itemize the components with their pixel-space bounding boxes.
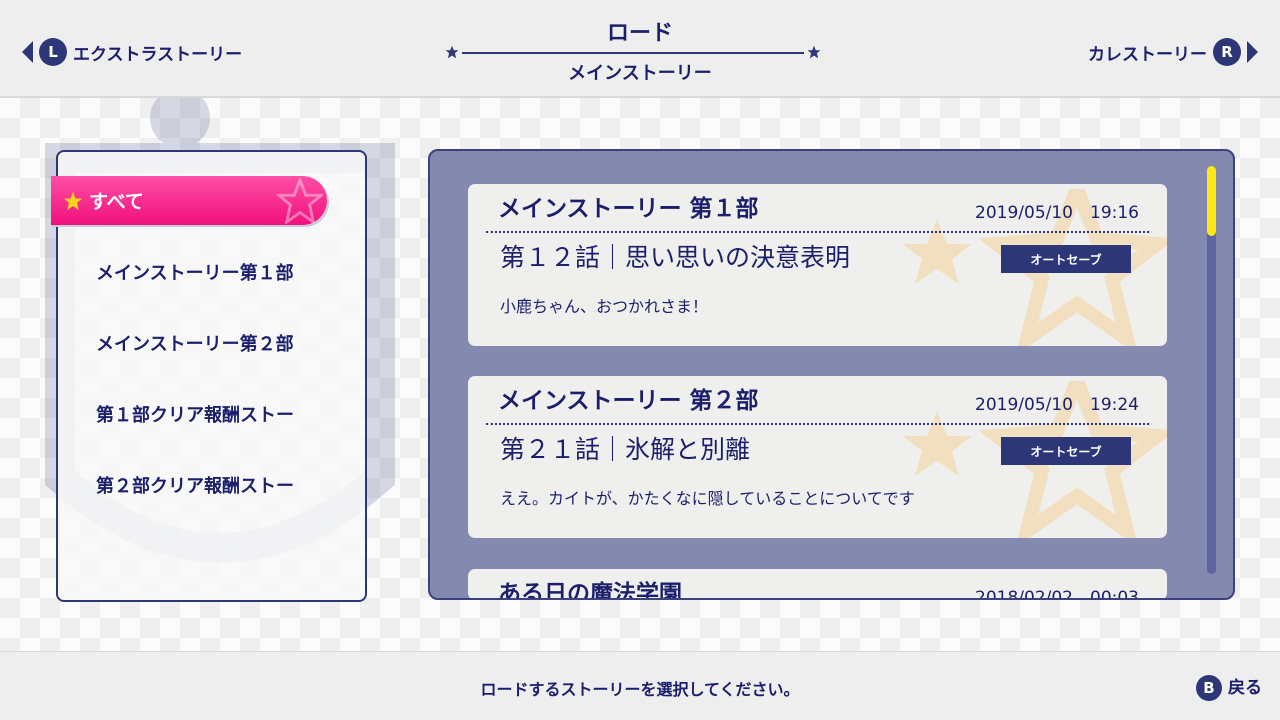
instruction-text: ロードするストーリーを選択してください。: [480, 680, 800, 699]
save-slot[interactable]: メインストーリー 第１部 2019/05/10 19:16 第１２話｜思い思いの…: [468, 184, 1167, 346]
arrow-left-icon: [22, 41, 33, 63]
sidebar-item-reward-1[interactable]: 第１部クリア報酬ストー: [96, 405, 294, 426]
star-decoration-icon: [902, 381, 1167, 538]
save-list: メインストーリー 第１部 2019/05/10 19:16 第１２話｜思い思いの…: [428, 149, 1235, 600]
b-button-icon: B: [1196, 675, 1222, 701]
save-title: メインストーリー 第２部: [498, 388, 759, 414]
l-button-icon: L: [39, 38, 67, 66]
next-category-button[interactable]: カレストーリー R: [1088, 38, 1258, 66]
filter-sidebar: メインストーリー第１部 メインストーリー第２部 第１部クリア報酬ストー 第２部ク…: [56, 150, 367, 602]
next-category-label: カレストーリー: [1088, 44, 1207, 65]
back-button[interactable]: B 戻る: [1196, 675, 1262, 701]
star-icon: [807, 45, 821, 59]
save-date: 2018/02/02 00:03: [975, 588, 1139, 600]
scrollbar[interactable]: [1207, 166, 1216, 574]
prev-category-button[interactable]: L エクストラストーリー: [22, 38, 242, 66]
sidebar-item-main-2[interactable]: メインストーリー第２部: [96, 334, 294, 355]
autosave-badge: オートセーブ: [1001, 245, 1131, 273]
scrollbar-thumb[interactable]: [1207, 166, 1216, 236]
save-date: 2019/05/10 19:24: [975, 395, 1139, 415]
star-decoration-icon: [902, 189, 1167, 346]
star-icon: [63, 191, 83, 210]
r-button-icon: R: [1213, 38, 1241, 66]
page-subtitle: メインストーリー: [568, 63, 712, 84]
back-label: 戻る: [1228, 678, 1262, 698]
sidebar-item-main-1[interactable]: メインストーリー第１部: [96, 263, 294, 284]
divider: [486, 231, 1149, 233]
prev-category-label: エクストラストーリー: [73, 44, 243, 65]
sidebar-item-all[interactable]: すべて: [51, 176, 327, 225]
autosave-badge: オートセーブ: [1001, 437, 1131, 465]
footer: [0, 651, 1280, 720]
star-decoration-icon: [277, 178, 323, 224]
save-slot[interactable]: ある日の魔法学園 2018/02/02 00:03: [468, 569, 1167, 600]
arrow-right-icon: [1247, 41, 1258, 63]
save-slot[interactable]: メインストーリー 第２部 2019/05/10 19:24 第２１話｜氷解と別離…: [468, 376, 1167, 538]
save-date: 2019/05/10 19:16: [975, 203, 1139, 223]
save-title: メインストーリー 第１部: [498, 196, 759, 222]
save-episode: 第１２話｜思い思いの決意表明: [500, 243, 851, 272]
page-title: ロード: [606, 21, 673, 46]
star-icon: [445, 45, 459, 59]
divider: [486, 423, 1149, 425]
save-dialogue: ええ。カイトが、かたくなに隠していることについてです: [500, 489, 915, 508]
sidebar-item-label: すべて: [89, 191, 144, 213]
save-episode: 第２１話｜氷解と別離: [500, 435, 751, 464]
save-dialogue: 小鹿ちゃん、おつかれさま！: [500, 297, 709, 316]
title-divider: [462, 52, 804, 54]
sidebar-item-reward-2[interactable]: 第２部クリア報酬ストー: [96, 476, 294, 497]
header: L エクストラストーリー ロード メインストーリー カレストーリー R: [0, 0, 1280, 98]
save-title: ある日の魔法学園: [498, 581, 682, 600]
